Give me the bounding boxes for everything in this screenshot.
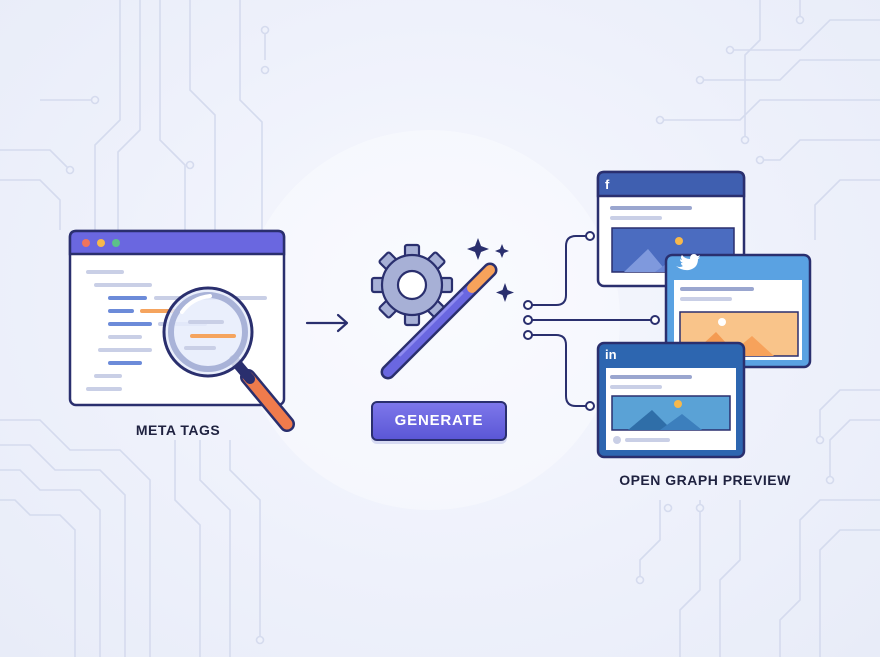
- image-placeholder-icon: [628, 400, 702, 430]
- twitter-icon: [676, 254, 700, 271]
- linkedin-preview-card: [596, 341, 746, 459]
- meta-tags-label: META TAGS: [135, 422, 221, 438]
- sparkle-icon: [467, 238, 514, 302]
- magic-wand-icon: [380, 262, 498, 380]
- open-graph-preview-label: OPEN GRAPH PREVIEW: [619, 472, 791, 488]
- magnifier-icon: [162, 286, 295, 432]
- arrow-right-icon: [305, 313, 349, 333]
- gear-icon: [370, 243, 454, 327]
- linkedin-icon: in: [605, 347, 617, 362]
- generate-button[interactable]: GENERATE: [371, 401, 507, 441]
- facebook-icon: f: [605, 177, 610, 192]
- connector-lines: [530, 235, 654, 407]
